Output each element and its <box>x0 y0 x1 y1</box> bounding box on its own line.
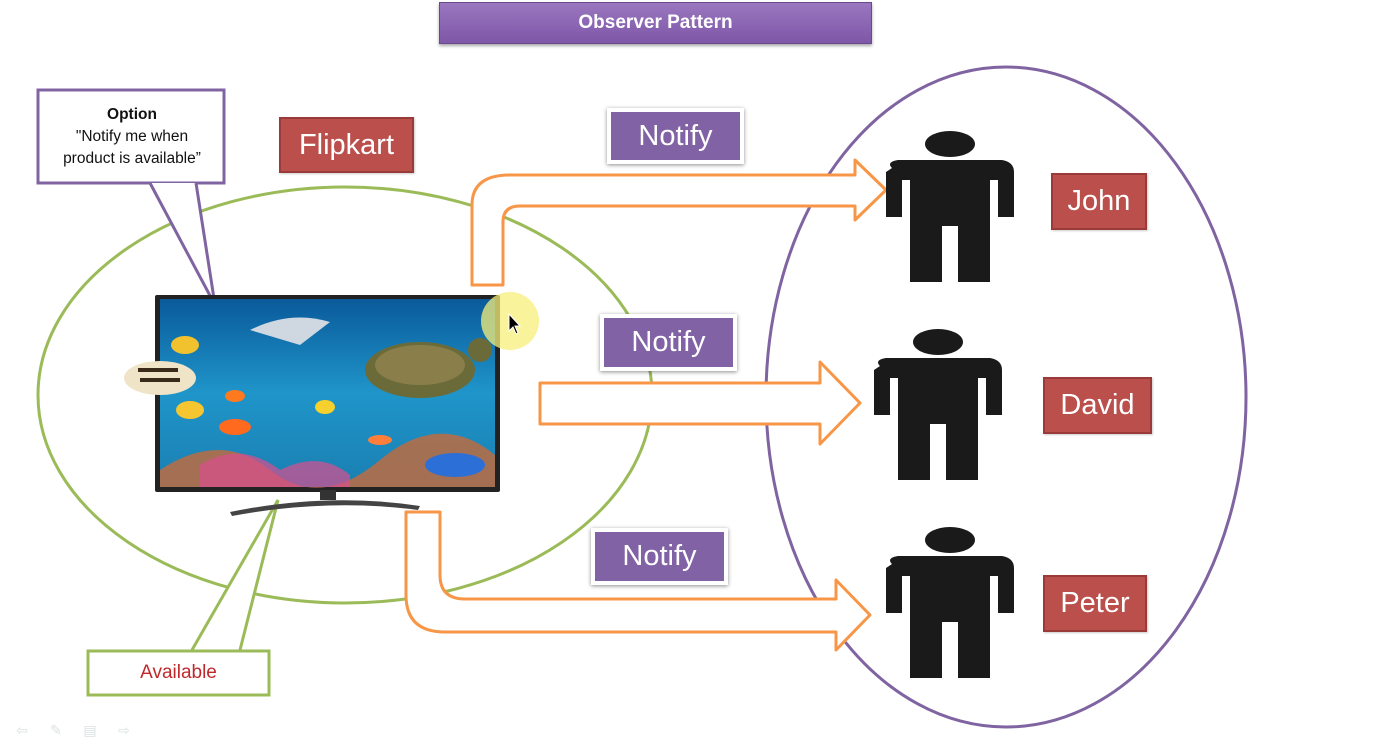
menu-icon[interactable]: ▤ <box>83 722 97 738</box>
notify-label-david: Notify <box>600 314 737 371</box>
callout-title: Option <box>107 106 157 123</box>
observer-label-peter: Peter <box>1043 575 1147 632</box>
callout-body: "Notify me when product is available” <box>63 128 201 167</box>
subject-label: Flipkart <box>279 117 414 173</box>
person-icon-david <box>874 329 1002 480</box>
observer-label-john: John <box>1051 173 1147 230</box>
notify-label-peter: Notify <box>591 528 728 585</box>
available-callout <box>86 499 280 697</box>
notify-arrow-peter <box>404 510 872 652</box>
pen-icon[interactable]: ✎ <box>50 722 62 738</box>
person-icon-peter <box>886 527 1014 678</box>
notify-arrow-john <box>470 158 888 287</box>
notify-arrow-david <box>538 360 862 446</box>
status-label: Available <box>140 662 217 683</box>
callout-text: Option "Notify me when product is availa… <box>40 104 224 170</box>
mouse-cursor-icon <box>481 292 539 350</box>
previous-slide-icon[interactable]: ⇦ <box>16 722 28 738</box>
slide-nav-controls[interactable]: ⇦ ✎ ▤ ⇨ <box>12 722 134 738</box>
observer-label-david: David <box>1043 377 1152 434</box>
person-icon-john <box>886 131 1014 282</box>
callout-box <box>36 88 226 306</box>
notify-label-john: Notify <box>607 108 744 164</box>
diagram-title: Observer Pattern <box>439 2 872 44</box>
next-slide-icon[interactable]: ⇨ <box>118 722 130 738</box>
television-icon <box>124 295 500 516</box>
